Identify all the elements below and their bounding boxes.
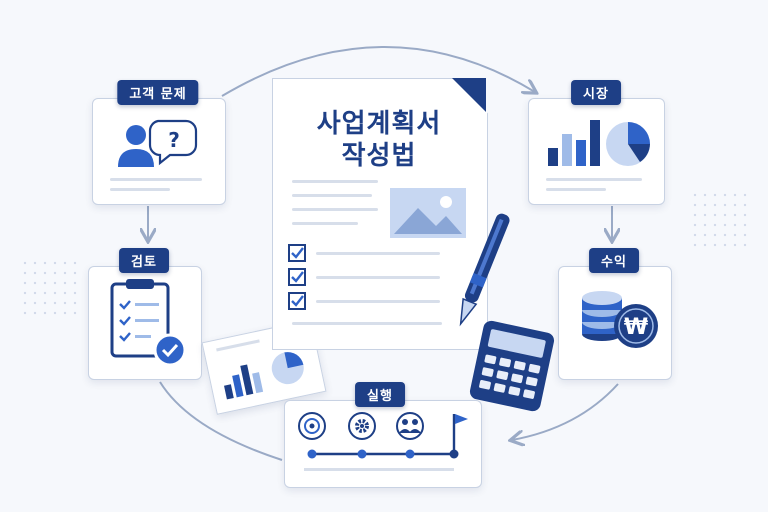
clipboard-check-icon bbox=[110, 279, 187, 367]
text-line bbox=[292, 194, 372, 197]
svg-text:₩: ₩ bbox=[624, 315, 648, 340]
text-line bbox=[110, 178, 202, 181]
label-customer-problem: 고객 문제 bbox=[117, 80, 199, 105]
execution-timeline bbox=[298, 412, 468, 471]
document-title-line2: 작성법 bbox=[341, 141, 417, 171]
arrow-revenue-to-execution bbox=[512, 383, 619, 440]
gear-icon bbox=[348, 412, 376, 440]
dot-pattern-left bbox=[20, 258, 80, 318]
text-line bbox=[292, 208, 378, 211]
customer-question-icon: ? bbox=[118, 119, 198, 167]
text-line bbox=[292, 322, 442, 325]
arrow-customer-to-market bbox=[221, 46, 535, 97]
text-line bbox=[292, 222, 358, 225]
label-review: 검토 bbox=[119, 248, 169, 273]
text-line bbox=[292, 180, 378, 183]
dot-pattern-right bbox=[690, 190, 750, 250]
document-corner-fold bbox=[452, 78, 486, 112]
document-title-line1: 사업계획서 bbox=[316, 109, 442, 139]
text-line bbox=[546, 178, 642, 181]
team-icon bbox=[396, 412, 424, 440]
coins-won-icon: ₩ bbox=[582, 291, 658, 348]
svg-text:?: ? bbox=[168, 128, 180, 152]
text-line bbox=[546, 188, 606, 191]
flag-icon bbox=[452, 414, 468, 450]
label-market: 시장 bbox=[571, 80, 621, 105]
target-icon bbox=[298, 412, 326, 440]
paper-chart-icon bbox=[216, 339, 304, 400]
pen-icon bbox=[459, 213, 510, 327]
text-line bbox=[316, 276, 440, 279]
label-revenue: 수익 bbox=[589, 248, 639, 273]
checkbox-icon bbox=[288, 292, 306, 310]
checkbox-icon bbox=[288, 244, 306, 262]
chart-paper bbox=[201, 319, 327, 415]
document-title: 사업계획서 작성법 bbox=[272, 108, 486, 172]
text-line bbox=[316, 252, 440, 255]
label-execution: 실행 bbox=[355, 382, 405, 407]
text-line bbox=[110, 188, 170, 191]
checkbox-icon bbox=[288, 268, 306, 286]
arrow-execution-to-review bbox=[159, 381, 283, 461]
image-placeholder-icon bbox=[390, 188, 466, 238]
text-line bbox=[316, 300, 440, 303]
calculator-icon bbox=[469, 320, 555, 412]
bar-pie-chart-icon bbox=[548, 120, 650, 166]
